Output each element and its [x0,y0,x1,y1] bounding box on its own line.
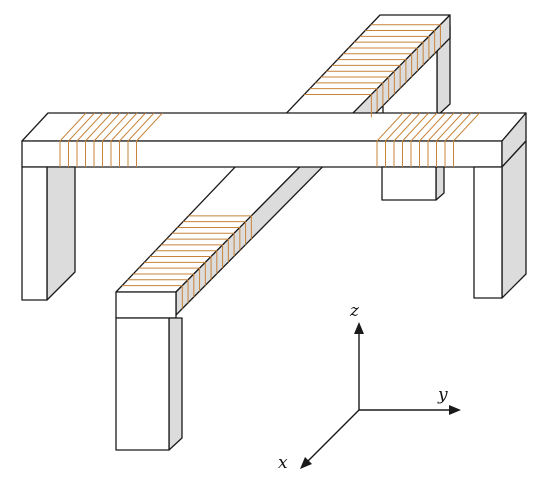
left-coil-top [68,112,95,142]
right-coil-top [376,112,404,142]
left-coil-top [127,112,155,142]
right-coil-top [393,112,421,142]
z-axis-label: z [349,301,360,321]
y-axis-label: y [437,385,448,405]
left-leg [21,166,76,301]
coordinate-axes: z y x [278,301,461,473]
right-leg [473,140,527,299]
y-axis-arrow [449,405,461,415]
horizontal-beam [21,112,527,168]
right-coil-top [410,112,438,142]
x-axis-line [305,409,360,464]
x-axis-arrow [300,457,312,469]
right-coil-top [427,112,455,142]
left-coil-top [102,112,129,142]
right-coil-top [419,112,446,142]
x-axis-label: x [278,453,288,473]
right-coil-top [453,112,480,142]
right-coil-top [444,112,472,142]
left-coil-top [110,112,138,142]
left-coil-top [59,112,87,142]
z-axis-arrow [354,322,364,334]
coil-windings [59,24,480,309]
right-coil-top [385,112,412,142]
left-coil-top [136,112,163,142]
left-coil-top [85,112,112,142]
front-leg [115,317,183,451]
left-coil-top [119,112,146,142]
right-coil-top [402,112,429,142]
left-coil-top [93,112,121,142]
right-block [381,166,445,201]
left-coil-top [76,112,104,142]
right-coil-top [436,112,463,142]
